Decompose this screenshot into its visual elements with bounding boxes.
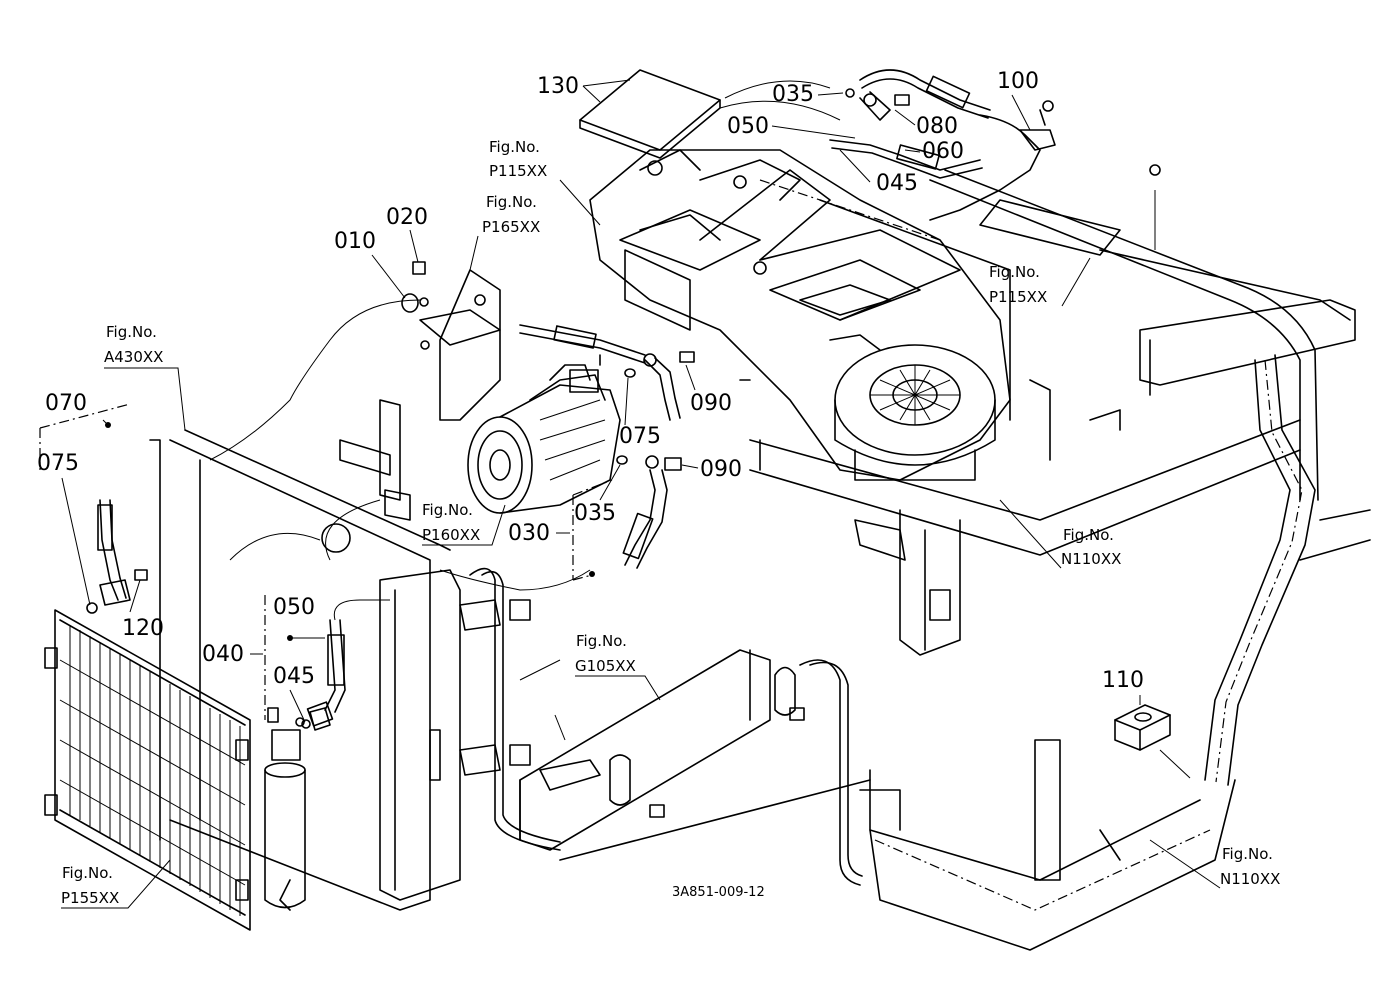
fig-ref-label: Fig.No.: [106, 323, 157, 341]
part-label-075-left: 075: [37, 451, 79, 476]
compressor-lines: [209, 299, 695, 591]
part-110-block: [1114, 704, 1171, 751]
fig-ref-p155: Fig.No. P155XX: [61, 859, 171, 909]
fig-ref-label: Fig.No.: [422, 501, 473, 519]
part-label-040: 040: [202, 642, 244, 667]
fig-ref-label: Fig.No.: [486, 193, 537, 211]
fig-ref-p115-top: Fig.No. P115XX: [489, 138, 601, 226]
fig-ref-code: P165XX: [482, 218, 540, 236]
top-hoses: [719, 69, 1161, 256]
fig-ref-p165: Fig.No. P165XX: [469, 193, 540, 271]
receiver-drier: [264, 707, 331, 909]
fig-ref-code: P115XX: [489, 162, 547, 180]
part-label-100: 100: [997, 69, 1039, 94]
fig-ref-p115-right: Fig.No. P115XX: [989, 257, 1091, 307]
fig-ref-label: Fig.No.: [489, 138, 540, 156]
fig-ref-label: Fig.No.: [576, 632, 627, 650]
fig-ref-code: A430XX: [104, 348, 163, 366]
figure-references: Fig.No. P115XX Fig.No. P165XX Fig.No. A4…: [61, 138, 1280, 909]
g105-bracket: [519, 649, 863, 886]
diagram-code: 3A851-009-12: [672, 885, 765, 900]
part-labels: 130 035 100 050 080 060 045 020 010 090 …: [37, 69, 1191, 779]
fig-ref-code: P160XX: [422, 526, 480, 544]
fig-ref-label: Fig.No.: [62, 864, 113, 882]
compressor: [467, 354, 621, 514]
fig-ref-label: Fig.No.: [1222, 845, 1273, 863]
condenser: [44, 609, 251, 931]
fig-ref-code: N110XX: [1220, 870, 1280, 888]
part-label-030: 030: [508, 521, 550, 546]
part-label-045-top: 045: [876, 171, 918, 196]
compressor-bracket: [339, 269, 501, 521]
part-label-060: 060: [922, 139, 964, 164]
part-label-110: 110: [1102, 668, 1144, 693]
left-hoses: [86, 499, 390, 727]
part-label-120: 120: [122, 616, 164, 641]
part-label-045-left: 045: [273, 664, 315, 689]
part-label-050-left: 050: [273, 595, 315, 620]
part-label-080: 080: [916, 114, 958, 139]
fig-ref-a430: Fig.No. A430XX: [104, 323, 186, 431]
fig-ref-label: Fig.No.: [1063, 526, 1114, 544]
fig-ref-n110-bottom: Fig.No. N110XX: [1149, 839, 1280, 889]
part-label-020: 020: [386, 205, 428, 230]
fig-ref-p160: Fig.No. P160XX: [422, 501, 506, 546]
part-label-090-a: 090: [690, 391, 732, 416]
cab-frame: [559, 169, 1371, 951]
part-label-130: 130: [537, 74, 579, 99]
fig-ref-code: P155XX: [61, 889, 119, 907]
part-label-050-top: 050: [727, 114, 769, 139]
hvac-unit: [579, 69, 1121, 481]
part-label-035-mid: 035: [574, 501, 616, 526]
fig-ref-code: N110XX: [1061, 550, 1121, 568]
fig-ref-label: Fig.No.: [989, 263, 1040, 281]
part-label-070: 070: [45, 391, 87, 416]
part-label-090-b: 090: [700, 457, 742, 482]
part-label-010: 010: [334, 229, 376, 254]
fig-ref-g105: Fig.No. G105XX: [575, 632, 661, 701]
fig-ref-n110-mid: Fig.No. N110XX: [999, 499, 1121, 569]
radiator-shroud: [149, 429, 561, 911]
part-label-035-top: 035: [772, 82, 814, 107]
fig-ref-code: G105XX: [575, 657, 636, 675]
part-label-075-mid: 075: [619, 424, 661, 449]
fig-ref-code: P115XX: [989, 288, 1047, 306]
